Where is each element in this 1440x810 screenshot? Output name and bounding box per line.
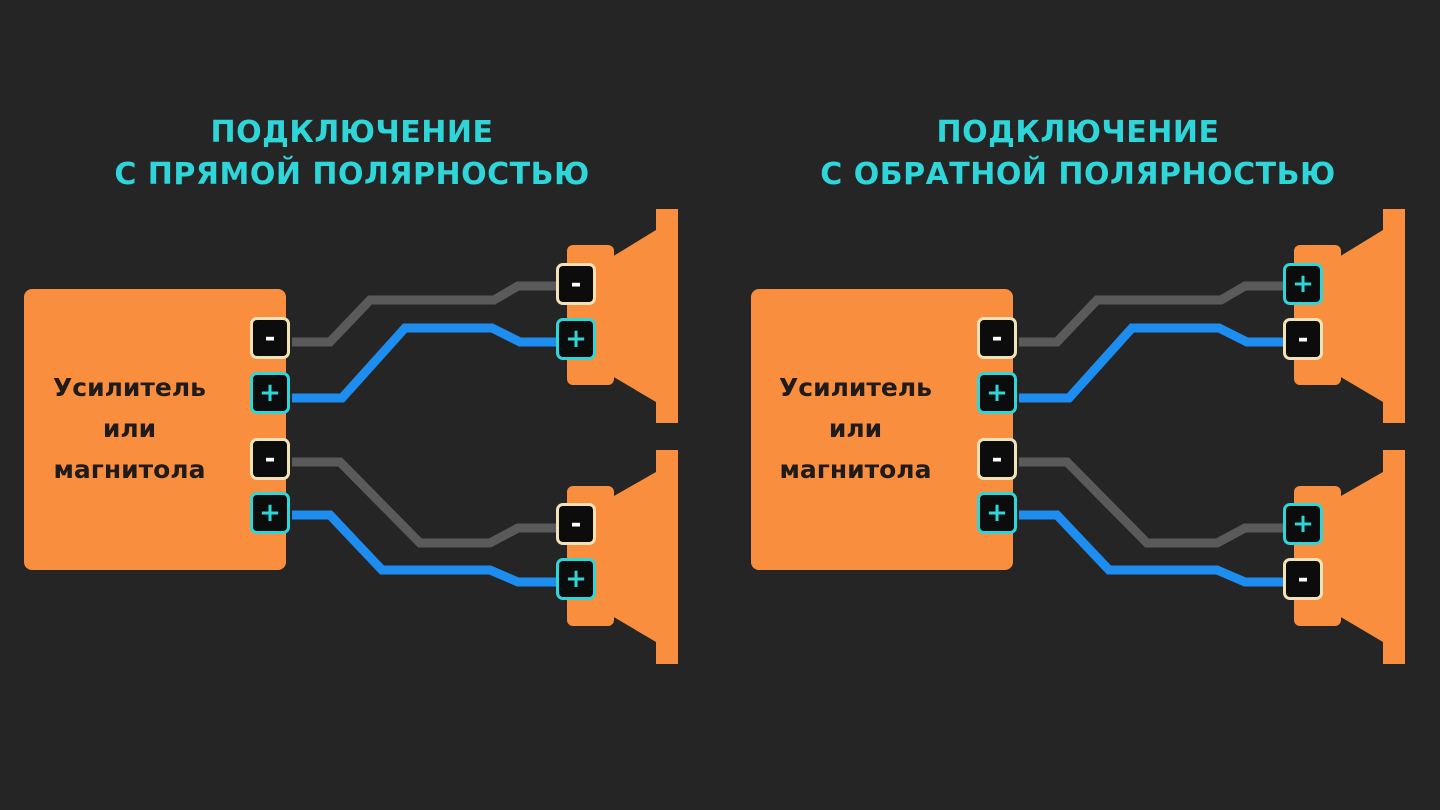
amp-terminal-negative-2: - [250, 438, 290, 480]
wire-positive-1 [1019, 323, 1283, 403]
amp-label-line-2: или [102, 414, 157, 443]
speaker-2 [567, 450, 678, 664]
speaker1-terminal-negative: - [556, 263, 596, 305]
speaker2-terminal-positive: + [556, 558, 596, 600]
speaker2-terminal-negative: - [1283, 558, 1323, 600]
amplifier-label: Усилитель или магнитола [728, 367, 983, 490]
amp-terminal-positive-1: + [977, 372, 1017, 414]
wire-positive-2 [292, 510, 556, 587]
speaker-cone [1334, 450, 1405, 664]
amp-terminal-positive-2: + [250, 492, 290, 534]
wire-positive-2 [1019, 510, 1283, 587]
speaker-cone [607, 450, 678, 664]
amp-label-line-3: магнитола [779, 455, 932, 484]
speaker-cone [1334, 209, 1405, 423]
amp-label-line-3: магнитола [53, 455, 206, 484]
amp-label-line-2: или [828, 414, 883, 443]
wire-negative-2 [292, 457, 556, 548]
amplifier-body [24, 289, 286, 570]
wire-negative-1 [1019, 281, 1283, 347]
title-line-1: ПОДКЛЮЧЕНИЕ [936, 115, 1220, 150]
speaker1-terminal-negative: - [1283, 318, 1323, 360]
amp-terminal-negative-2: - [977, 438, 1017, 480]
amp-label-line-1: Усилитель [778, 373, 932, 402]
speaker1-terminal-positive: + [1283, 263, 1323, 305]
diagram-direct-polarity [24, 209, 678, 664]
title-reverse-polarity: ПОДКЛЮЧЕНИЕ С ОБРАТНОЙ ПОЛЯРНОСТЬЮ [818, 112, 1338, 196]
amp-terminal-positive-2: + [977, 492, 1017, 534]
title-line-2: С ОБРАТНОЙ ПОЛЯРНОСТЬЮ [820, 157, 1336, 192]
speaker2-terminal-positive: + [1283, 503, 1323, 545]
wire-negative-1 [292, 281, 556, 347]
wire-positive-1 [292, 323, 556, 403]
wire-negative-2 [1019, 457, 1283, 548]
speaker-1 [1294, 209, 1405, 423]
title-line-1: ПОДКЛЮЧЕНИЕ [210, 115, 494, 150]
amplifier-label: Усилитель или магнитола [2, 367, 257, 490]
title-direct-polarity: ПОДКЛЮЧЕНИЕ С ПРЯМОЙ ПОЛЯРНОСТЬЮ [92, 112, 612, 196]
speaker1-terminal-positive: + [556, 318, 596, 360]
amp-terminal-negative-1: - [250, 317, 290, 359]
speaker-cone [607, 209, 678, 423]
speaker2-terminal-negative: - [556, 503, 596, 545]
speaker-2 [1294, 450, 1405, 664]
speaker-1 [567, 209, 678, 423]
title-line-2: С ПРЯМОЙ ПОЛЯРНОСТЬЮ [114, 157, 590, 192]
amp-label-line-1: Усилитель [52, 373, 206, 402]
amp-terminal-positive-1: + [250, 372, 290, 414]
amplifier-body [751, 289, 1013, 570]
amp-terminal-negative-1: - [977, 317, 1017, 359]
